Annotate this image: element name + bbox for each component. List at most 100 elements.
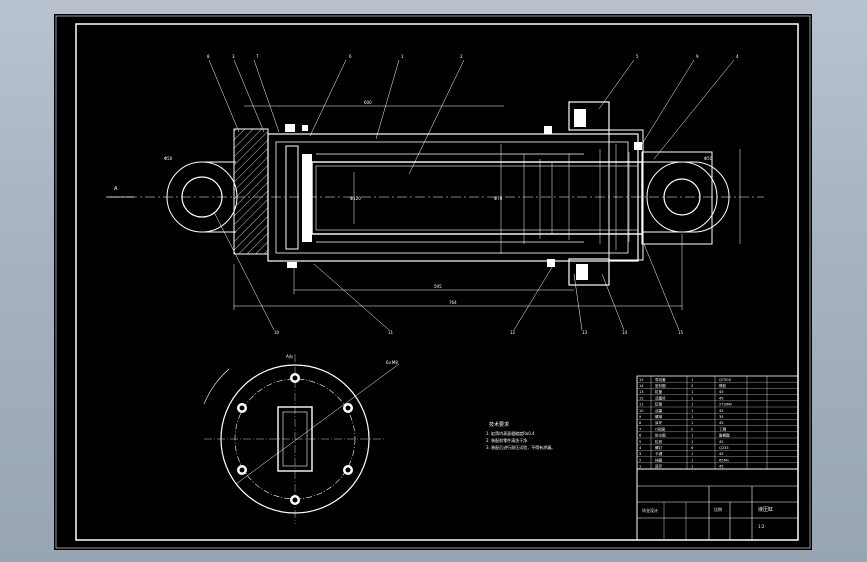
bom-cell: 1: [691, 390, 693, 394]
bom-cell: 6: [639, 434, 642, 438]
bom-cell: 45: [719, 452, 724, 456]
bom-cell: 1: [691, 452, 693, 456]
view-label: A向: [286, 353, 293, 359]
bom-cell: 1: [691, 434, 693, 438]
balloon: 1: [401, 54, 404, 59]
flange-note: 6×M8: [386, 360, 398, 365]
bom-cell: 1: [691, 409, 693, 413]
drawing-number: 1:2: [758, 524, 765, 529]
bom-cell: 1: [691, 421, 693, 425]
bom-cell: 11: [639, 403, 644, 407]
balloon: 6: [349, 54, 352, 59]
tech-req-item: 2. 装配前零件清洗干净: [486, 437, 527, 443]
bom-cell: 2: [691, 427, 693, 431]
drawing-border: [75, 23, 799, 541]
balloon: 10: [274, 330, 280, 335]
bom-cell: 密封圈: [655, 383, 666, 388]
bom-cell: 丁腈: [719, 426, 727, 431]
bom-cell: 1: [691, 458, 693, 462]
bom-cell: 27SiMn: [719, 403, 732, 407]
bom-cell: 缸筒: [655, 402, 663, 407]
bom-cell: 橡胶: [719, 383, 727, 388]
balloon: 15: [678, 330, 684, 335]
gland-top: [568, 101, 610, 131]
bom-cell: 65Mn: [719, 458, 729, 462]
bom-cell: 15: [639, 378, 644, 382]
bom-cell: 8: [639, 421, 642, 425]
bom-cell: 1: [691, 440, 693, 444]
balloon-labels: 8 3 7 6 1 2 5 9 4 10 11 12 13 14 15: [207, 54, 739, 335]
bom-cell: 9: [639, 415, 642, 419]
bom-cell: 10: [639, 409, 644, 413]
right-eye-outer: [646, 161, 718, 233]
tech-req-heading: 技术要求: [489, 421, 509, 428]
bom-cell: 3: [639, 452, 641, 456]
bom-cell: 4: [639, 446, 642, 450]
bom-cell: 2: [691, 384, 693, 388]
bom-cell: 聚氨酯: [719, 433, 730, 438]
scale-label: 比例: [714, 506, 722, 512]
left-eye-bore: [181, 176, 223, 218]
bom-cell: 45: [719, 409, 724, 413]
bom-cell: 卡键: [655, 451, 663, 456]
dim-right-eye: Φ50: [704, 156, 713, 161]
balloon: 13: [582, 330, 588, 335]
balloon: 9: [696, 54, 699, 59]
balloon: 2: [460, 54, 463, 59]
balloon: 3: [232, 54, 235, 59]
material-note: 毕业设计: [642, 507, 658, 513]
bom-cell: 6: [691, 446, 694, 450]
dim-bottom-length-2: 764: [449, 300, 457, 305]
cad-viewport[interactable]: A 600 595 764 Φ50 Φ50 Φ120 Φ70 8 3 7 6 1…: [54, 14, 812, 550]
cylinder-base: [233, 128, 269, 255]
balloon: 12: [510, 330, 516, 335]
dim-bore: Φ120: [350, 196, 361, 201]
bom-cell: 2: [639, 458, 641, 462]
bom-cell: 1: [691, 403, 693, 407]
bom-cell: 1: [639, 465, 641, 469]
bom-cell: 1: [691, 465, 693, 469]
bom-cell: 45: [719, 396, 724, 400]
bom-cell: 45: [719, 390, 724, 394]
bom-cell: 螺钉: [655, 445, 663, 450]
technical-requirements: 技术要求 1. 缸筒内表面粗糙度Ra0.4 2. 装配前零件清洗干净 3. 装配…: [486, 421, 555, 450]
dim-left-eye: Φ50: [164, 156, 173, 161]
balloon: 11: [388, 330, 394, 335]
bom-cell: 耳环: [655, 464, 663, 469]
dim-top-length: 600: [364, 100, 372, 105]
bom-cell: 1: [691, 415, 693, 419]
bom-cell: 耳环: [655, 420, 663, 425]
end-view: A向 6×M8: [203, 353, 400, 524]
drawing-canvas: A 600 595 764 Φ50 Φ50 Φ120 Φ70 8 3 7 6 1…: [55, 15, 811, 549]
tech-req-item: 1. 缸筒内表面粗糙度Ra0.4: [486, 430, 535, 436]
balloon: 5: [636, 54, 639, 59]
gland-bottom: [568, 258, 610, 286]
outer-border: [55, 15, 811, 549]
bom-cell: 12: [639, 396, 644, 400]
bom-cell: 5: [639, 440, 641, 444]
right-eye-bore: [663, 178, 701, 216]
bom-cell: 45: [719, 421, 724, 425]
bom-cell: 45: [719, 440, 724, 444]
cylinder-section-view: A 600 595 764 Φ50 Φ50 Φ120 Φ70: [106, 59, 764, 331]
bom-cell: 缸盖: [655, 389, 663, 394]
dim-rod: Φ70: [494, 196, 503, 201]
bom-cell: 螺母: [655, 414, 663, 419]
balloon: 7: [256, 54, 259, 59]
bom-cell: 1: [691, 378, 693, 382]
piston-rod: [311, 161, 643, 235]
balloon: 4: [736, 54, 739, 59]
bom-cell: 1: [691, 396, 693, 400]
bom-cell: 挡圈: [655, 457, 663, 462]
balloon: 8: [207, 54, 210, 59]
bom-cell: 防尘圈: [655, 433, 666, 438]
bom-cell: 7: [639, 427, 641, 431]
bom-cell: 35: [719, 415, 724, 419]
title-block: 液压缸 1:2 比例 毕业设计: [636, 468, 799, 541]
section-arrow-label: A: [114, 186, 118, 192]
drawing-title: 液压缸: [758, 506, 773, 513]
dim-bottom-length-1: 595: [434, 284, 442, 289]
bom-cell: 缸底: [655, 439, 663, 444]
bom-cell: 14: [639, 384, 644, 388]
